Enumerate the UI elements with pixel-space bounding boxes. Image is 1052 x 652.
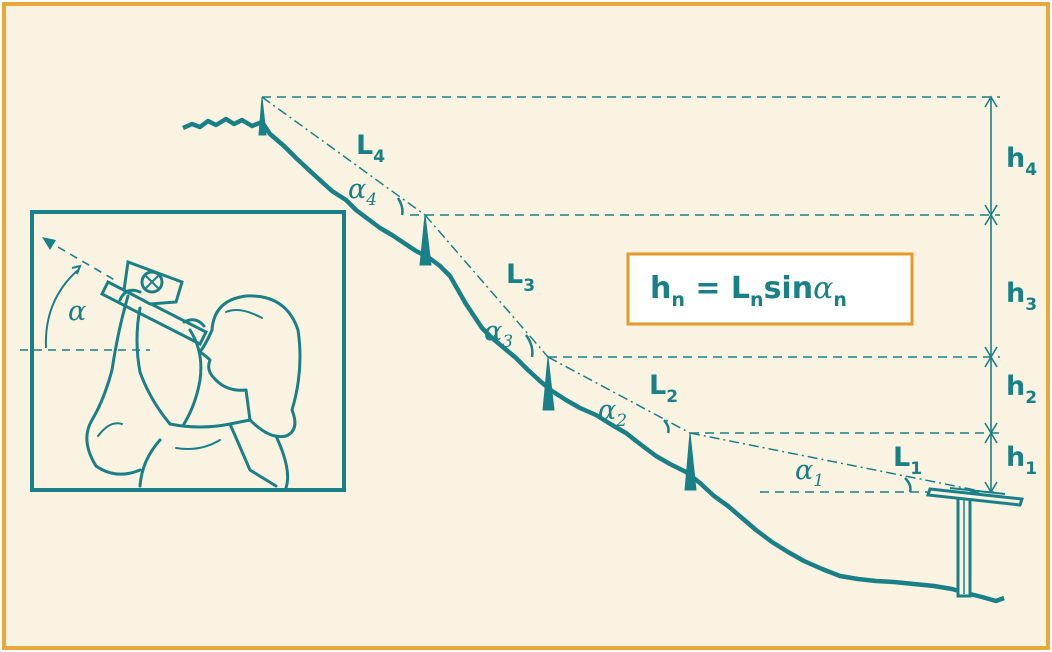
angle-arc-2 [663,419,670,434]
label-h1: h1 [1006,442,1037,479]
angle-arc-4 [396,197,404,216]
terrain-profile [182,116,1005,604]
instrument-stand [925,487,1025,598]
segment-labels: L4 α4 L3 α3 L2 α2 L1 α1 h4 h3 h2 h1 [348,130,1037,491]
inset-angle-label: α [68,296,86,327]
sight-line-4 [261,96,426,216]
label-h3: h3 [1006,278,1037,315]
inset-angle-arc [44,269,79,349]
label-alpha2: α2 [598,395,627,431]
label-L4: L4 [356,130,385,167]
sight-lines [261,96,986,493]
angle-arcs [396,197,912,493]
height-dimension-line [984,95,998,494]
sight-line-2 [547,356,691,434]
label-L3: L3 [506,259,535,296]
label-h2: h2 [1006,371,1037,408]
person-illustration [85,288,302,490]
label-alpha4: α4 [348,174,377,210]
level-lines [262,96,1000,493]
ranging-poles [258,96,697,491]
ranging-pole-1 [684,432,697,491]
formula-text: hn = Lnsinαn [650,271,847,311]
ranging-pole-3 [419,214,432,266]
formula-box: hn = Lnsinαn [626,252,914,326]
ranging-pole-4 [258,96,267,136]
label-L2: L2 [649,370,678,407]
label-alpha3: α3 [484,316,513,352]
label-L1: L1 [893,442,922,479]
label-alpha1: α1 [795,455,824,491]
label-h4: h4 [1006,143,1037,180]
ranging-pole-2 [542,356,555,411]
inset-sight-arrowhead [42,237,56,250]
angle-arc-1 [904,477,912,493]
angle-arc-3 [524,334,534,358]
inset-panel: α [20,210,346,492]
